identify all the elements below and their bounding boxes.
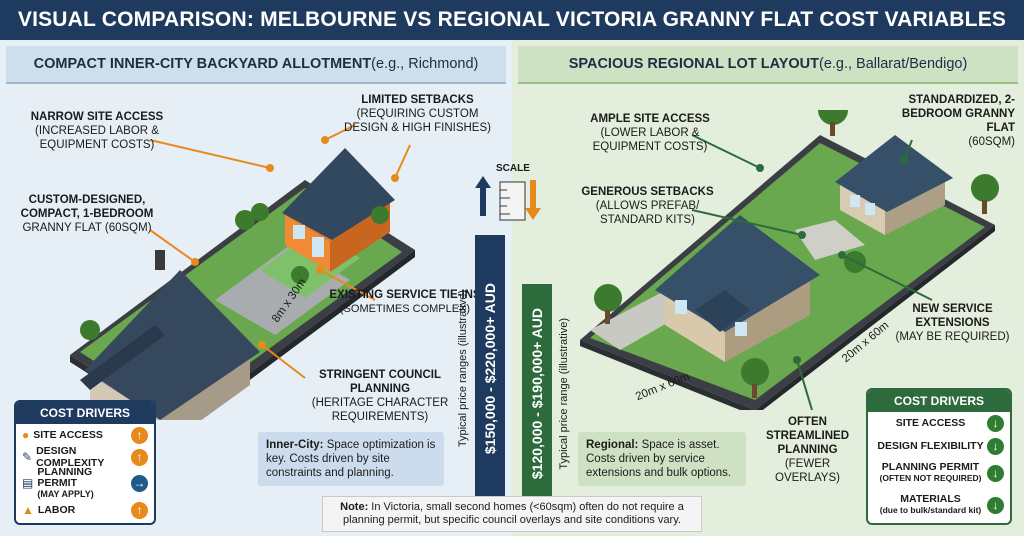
left-leader-lines (149, 124, 411, 379)
scale-indicator (475, 176, 541, 221)
left-driver-design: ✎ DESIGN COMPLEXITY ↑ (16, 445, 154, 469)
left-callout-custom-flat: CUSTOM-DESIGNED, COMPACT, 1-BEDROOM GRAN… (20, 194, 154, 234)
regional-lot-illustration (580, 110, 999, 410)
right-driver-materials: MATERIALS (due to bulk/standard kit) ↓ (868, 488, 1010, 522)
right-callout-site-access: AMPLE SITE ACCESS (LOWER LABOR & EQUIPME… (590, 113, 710, 153)
document-icon: ▤ (22, 476, 34, 490)
left-cost-drivers-title: COST DRIVERS (16, 402, 154, 424)
right-driver-permit: PLANNING PERMIT (OFTEN NOT REQUIRED) ↓ (868, 458, 1010, 488)
left-heading: COMPACT INNER-CITY BACKYARD ALLOTMENT (e… (6, 46, 506, 84)
right-callout-setbacks: GENEROUS SETBACKS (ALLOWS PREFAB/ STANDA… (581, 186, 714, 226)
right-callout-standard-flat: STANDARDIZED, 2-BEDROOM GRANNY FLAT (60s… (901, 94, 1015, 148)
inner-city-lot-illustration (70, 148, 415, 420)
right-callout-service: NEW SERVICE EXTENSIONS (MAY BE REQUIRED) (895, 303, 1010, 343)
down-arrow-icon: ↓ (987, 437, 1004, 455)
right-cost-drivers-title: COST DRIVERS (868, 390, 1010, 412)
left-price-caption: Typical price ranges (illustrative) (457, 290, 469, 448)
down-arrow-icon: ↓ (987, 464, 1004, 482)
right-summary: Regional: Space is asset. Costs driven b… (578, 432, 746, 486)
page-title: VISUAL COMPARISON: MELBOURNE VS REGIONAL… (0, 0, 1024, 40)
left-cost-drivers: COST DRIVERS ● SITE ACCESS ↑ ✎ DESIGN CO… (14, 400, 156, 525)
footnote: Note: In Victoria, small second homes (<… (322, 496, 702, 532)
right-leader-lines (691, 134, 933, 411)
up-arrow-icon: ↑ (131, 501, 148, 519)
left-driver-permit: ▤ PLANNING PERMIT (MAY APPLY) → (16, 466, 154, 499)
up-arrow-icon: ↑ (131, 426, 148, 444)
right-arrow-icon: → (131, 474, 148, 492)
down-arrow-icon: ↓ (987, 414, 1004, 432)
left-callout-council: STRINGENT COUNCIL PLANNING (HERITAGE CHA… (311, 369, 449, 423)
left-summary: Inner-City: Space optimization is key. C… (258, 432, 444, 486)
left-driver-site-access: ● SITE ACCESS ↑ (16, 424, 154, 446)
pencil-icon: ✎ (22, 450, 33, 464)
left-callout-site-access: NARROW SITE ACCESS (INCREASED LABOR & EQ… (30, 111, 164, 151)
right-heading: SPACIOUS REGIONAL LOT LAYOUT (e.g., Ball… (518, 46, 1018, 84)
right-price-caption: Typical price range (illustrative) (558, 318, 570, 470)
right-price-bar: $120,000 - $190,000+ AUD (522, 284, 552, 504)
up-arrow-icon: ↑ (131, 448, 148, 466)
left-callout-setbacks: LIMITED SETBACKS (REQUIRING CUSTOM DESIG… (344, 94, 491, 134)
scale-label: SCALE (496, 163, 530, 174)
left-driver-labor: ▲ LABOR ↑ (16, 498, 154, 522)
worker-icon: ▲ (22, 503, 34, 517)
right-cost-drivers: COST DRIVERS SITE ACCESS ↓ DESIGN FLEXIB… (866, 388, 1012, 525)
right-callout-planning: OFTEN STREAMLINED PLANNING (FEWER OVERLA… (765, 416, 850, 484)
left-callout-service: EXISTING SERVICE TIE-INS (SOMETIMES COMP… (329, 289, 481, 315)
down-arrow-icon: ↓ (987, 496, 1004, 514)
right-driver-site-access: SITE ACCESS ↓ (868, 412, 1010, 434)
pin-icon: ● (22, 428, 30, 442)
left-price-bar: $150,000 - $220,000+ AUD (475, 235, 505, 503)
right-driver-design: DESIGN FLEXIBILITY ↓ (868, 434, 1010, 458)
